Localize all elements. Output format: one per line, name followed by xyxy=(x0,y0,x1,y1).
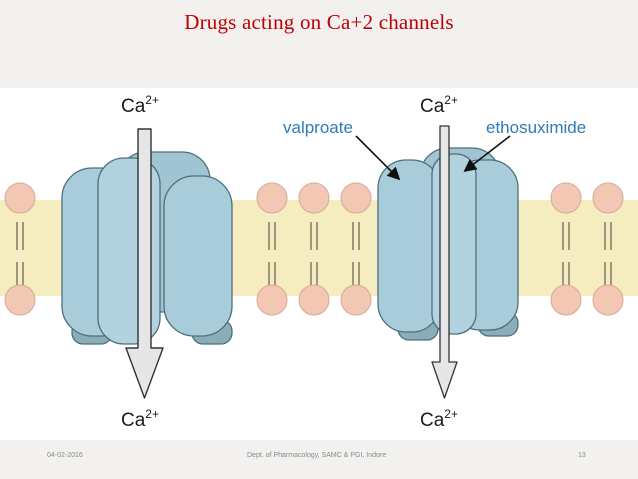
lipid-head xyxy=(4,182,36,214)
valproate-pointer-arrow xyxy=(355,135,401,181)
lipid-head xyxy=(4,284,36,316)
footer-date: 04-02-2016 xyxy=(47,452,83,459)
slide-title: Drugs acting on Ca+2 channels xyxy=(184,10,454,34)
valproate-label: valproate xyxy=(283,118,353,137)
phospholipid-bilayer xyxy=(4,182,624,316)
lipid-head xyxy=(256,284,288,316)
ethosuximide-label: ethosuximide xyxy=(486,118,586,137)
ca-label-right-bottom: Ca2+ xyxy=(420,407,458,431)
ca-label-left-bottom: Ca2+ xyxy=(121,407,159,431)
ethosuximide-pointer-arrow xyxy=(463,135,511,172)
lipid-head xyxy=(592,284,624,316)
calcium-influx-arrow-right xyxy=(431,125,458,399)
calcium-influx-arrow-left xyxy=(125,128,164,399)
ca-label-left-top: Ca2+ xyxy=(121,93,159,117)
lipid-head xyxy=(298,284,330,316)
ca-label-right-top: Ca2+ xyxy=(420,93,458,117)
lipid-head xyxy=(298,182,330,214)
lipid-head xyxy=(550,182,582,214)
footer-page-number: 13 xyxy=(578,452,586,459)
lipid-head xyxy=(340,284,372,316)
footer-department: Dept. of Pharmacology, SAMC & PGI, Indor… xyxy=(247,452,387,459)
lipid-head xyxy=(550,284,582,316)
lipid-head xyxy=(256,182,288,214)
lipid-head xyxy=(340,182,372,214)
calcium-channel-figure: Ca2+ Ca2+ Ca2+ Ca2+ valproate ethosuximi… xyxy=(0,88,638,440)
lipid-head xyxy=(592,182,624,214)
